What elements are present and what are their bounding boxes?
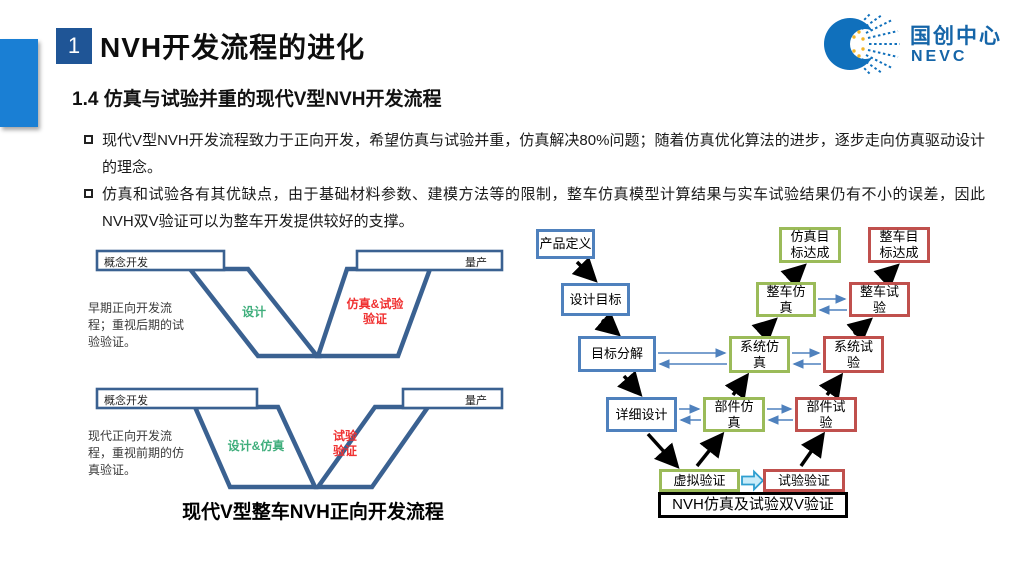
bullet-item: 仿真和试验各有其优缺点，由于基础材料参数、建模方法等的限制，整车仿真模型计算结果… — [84, 181, 985, 235]
node-system-simulation: 系统仿 真 — [729, 336, 790, 373]
bullet-list: 现代V型NVH开发流程致力于正向开发，希望仿真与试验并重，仿真解决80%问题；随… — [84, 127, 985, 235]
bullet-text: 仿真和试验各有其优缺点，由于基础材料参数、建模方法等的限制，整车仿真模型计算结果… — [102, 186, 985, 230]
phase-bar-production-early: 量产 — [465, 257, 487, 269]
node-system-test: 系统试 验 — [823, 336, 884, 373]
process-arrows — [571, 256, 900, 469]
double-v-flowchart: 产品定义 设计目标 目标分解 详细设计 部件仿 真 部件试 验 系统仿 真 系统… — [520, 220, 1020, 525]
flowchart-arrows — [571, 256, 900, 492]
node-target-decomposition: 目标分解 — [578, 336, 656, 372]
phase-bar-concept-modern: 概念开发 — [104, 395, 148, 407]
bullet-text: 现代V型NVH开发流程致力于正向开发，希望仿真与试验并重，仿真解决80%问题；随… — [102, 132, 985, 176]
company-logo: 国创中心 NEVC — [812, 12, 1017, 76]
page-title: NVH开发流程的进化 — [100, 32, 366, 63]
node-virtual-validation: 虚拟验证 — [659, 469, 740, 492]
note-early-process: 早期正向开发流程；重视后期的试验验证。 — [88, 301, 185, 349]
node-vehicle-simulation: 整车仿 真 — [756, 282, 816, 317]
band-sim-test-verify-early: 仿真&试验 验证 — [346, 297, 404, 326]
node-detailed-design: 详细设计 — [606, 397, 677, 432]
v-model-shapes — [95, 249, 504, 490]
v-model-caption: 现代V型整车NVH正向开发流程 — [182, 502, 444, 523]
left-accent-bar — [0, 39, 38, 127]
page-subtitle: 1.4 仿真与试验并重的现代V型NVH开发流程 — [72, 89, 442, 110]
node-design-target: 设计目标 — [561, 283, 630, 316]
section-number-badge: 1 — [56, 28, 92, 64]
logo-globe-icon — [824, 13, 900, 75]
phase-bar-production-modern: 量产 — [465, 395, 487, 407]
square-bullet-icon — [84, 135, 93, 144]
band-design-early: 设计 — [241, 305, 266, 319]
flowchart-caption: NVH仿真及试验双V验证 — [658, 492, 848, 518]
block-arrow-virtual-to-test — [741, 469, 765, 492]
section-number: 1 — [67, 33, 81, 58]
v-model-diagram: 概念开发 量产 设计 仿真&试验 验证 早期正向开发流程；重视后期的试验验证。 … — [85, 245, 515, 535]
node-component-simulation: 部件仿 真 — [703, 397, 765, 432]
node-test-validation: 试验验证 — [763, 469, 845, 492]
logo-name-cn: 国创中心 — [910, 25, 1002, 48]
node-component-test: 部件试 验 — [795, 397, 857, 432]
node-product-definition: 产品定义 — [536, 229, 595, 259]
node-vehicle-test: 整车试 验 — [849, 282, 910, 317]
band-design-sim-modern: 设计&仿真 — [227, 439, 285, 453]
square-bullet-icon — [84, 189, 93, 198]
node-simulation-goal-achieved: 仿真目 标达成 — [779, 227, 841, 263]
band-test-verify-modern: 试验 验证 — [332, 429, 357, 458]
feedback-arrows — [658, 294, 847, 425]
phase-bar-concept-early: 概念开发 — [104, 257, 148, 269]
node-vehicle-goal-achieved: 整车目 标达成 — [868, 227, 930, 263]
bullet-item: 现代V型NVH开发流程致力于正向开发，希望仿真与试验并重，仿真解决80%问题；随… — [84, 127, 985, 181]
note-modern-process: 现代正向开发流程，重视前期的仿真验证。 — [88, 429, 185, 477]
logo-name-en: NEVC — [911, 48, 968, 65]
